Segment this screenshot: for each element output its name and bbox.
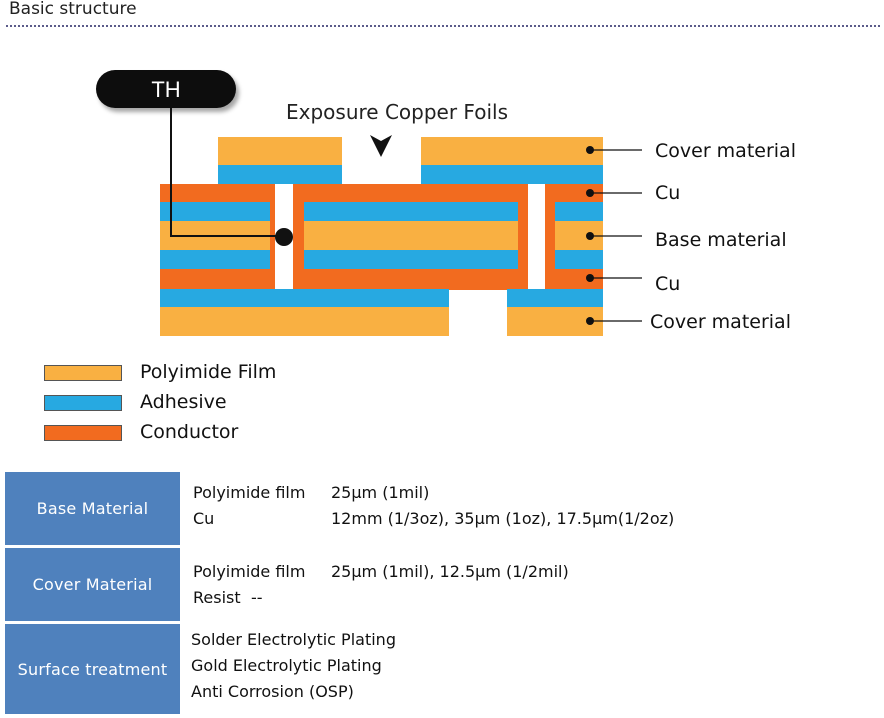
exposure-arrow-icon bbox=[370, 135, 392, 157]
legend-label: Adhesive bbox=[140, 391, 227, 413]
cover-bottom-left bbox=[160, 307, 449, 336]
th-point bbox=[275, 228, 293, 246]
spec-value: 25µm (1mil), 12.5µm (1/2mil) bbox=[331, 562, 569, 581]
spec-head-base: Base Material bbox=[5, 472, 180, 545]
exposure-note: Exposure Copper Foils bbox=[286, 100, 508, 124]
inner-adhesive bbox=[555, 202, 603, 221]
spec-value: 12mm (1/3oz), 35µm (1oz), 17.5µm(1/2oz) bbox=[331, 509, 675, 528]
spec-name: Polyimide film bbox=[193, 483, 306, 502]
inner-polyimide bbox=[304, 221, 518, 250]
cover-adhesive-bottom-left bbox=[160, 289, 449, 308]
spec-value: -- bbox=[251, 588, 263, 607]
spec-row-base: Base Material Polyimide film 25µm (1mil)… bbox=[5, 472, 875, 545]
spec-head-cover: Cover Material bbox=[5, 548, 180, 621]
legend-item-adhesive: Adhesive bbox=[44, 391, 304, 413]
cover-adhesive-top-right bbox=[421, 165, 603, 185]
spec-name: Polyimide film bbox=[193, 562, 306, 581]
inner-adhesive bbox=[555, 250, 603, 269]
inner-adhesive bbox=[304, 202, 518, 221]
label-cu-bottom: Cu bbox=[655, 273, 680, 295]
cover-adhesive-top-left bbox=[218, 165, 342, 185]
inner-adhesive bbox=[160, 202, 270, 221]
th-leader-line bbox=[170, 108, 284, 237]
spec-name: Cu bbox=[193, 509, 215, 528]
through-hole bbox=[528, 184, 545, 290]
label-cu-top: Cu bbox=[655, 182, 680, 204]
th-callout-badge bbox=[96, 70, 236, 108]
label-base: Base material bbox=[655, 229, 787, 251]
spec-line: Anti Corrosion (OSP) bbox=[191, 682, 354, 701]
cover-adhesive-bottom-right bbox=[507, 289, 603, 308]
spec-value: 25µm (1mil) bbox=[331, 483, 430, 502]
legend-swatch bbox=[44, 425, 122, 441]
spec-head-surface: Surface treatment bbox=[5, 624, 180, 714]
legend-item-conductor: Conductor bbox=[44, 421, 304, 443]
legend-label: Conductor bbox=[140, 421, 239, 443]
legend-swatch bbox=[44, 365, 122, 381]
legend-label: Polyimide Film bbox=[140, 361, 277, 383]
th-callout-label: TH bbox=[151, 77, 180, 102]
spec-row-cover: Cover Material Polyimide film 25µm (1mil… bbox=[5, 548, 875, 621]
spec-line: Solder Electrolytic Plating bbox=[191, 630, 396, 649]
cover-top-left bbox=[218, 137, 342, 165]
legend-swatch bbox=[44, 395, 122, 411]
structure-diagram: TH Exposure Copper Foils Cover material … bbox=[96, 70, 796, 336]
cover-top-right bbox=[421, 137, 603, 165]
inner-adhesive bbox=[304, 250, 518, 269]
section-title: Basic structure bbox=[9, 0, 137, 19]
inner-adhesive bbox=[160, 250, 270, 269]
spec-row-surface: Surface treatment Solder Electrolytic Pl… bbox=[5, 624, 875, 714]
legend-item-polyimide: Polyimide Film bbox=[44, 361, 304, 383]
title-divider bbox=[6, 25, 880, 27]
label-cover-bottom: Cover material bbox=[650, 311, 791, 333]
spec-name: Resist bbox=[193, 588, 241, 607]
label-cover-top: Cover material bbox=[655, 140, 796, 162]
spec-line: Gold Electrolytic Plating bbox=[191, 656, 382, 675]
